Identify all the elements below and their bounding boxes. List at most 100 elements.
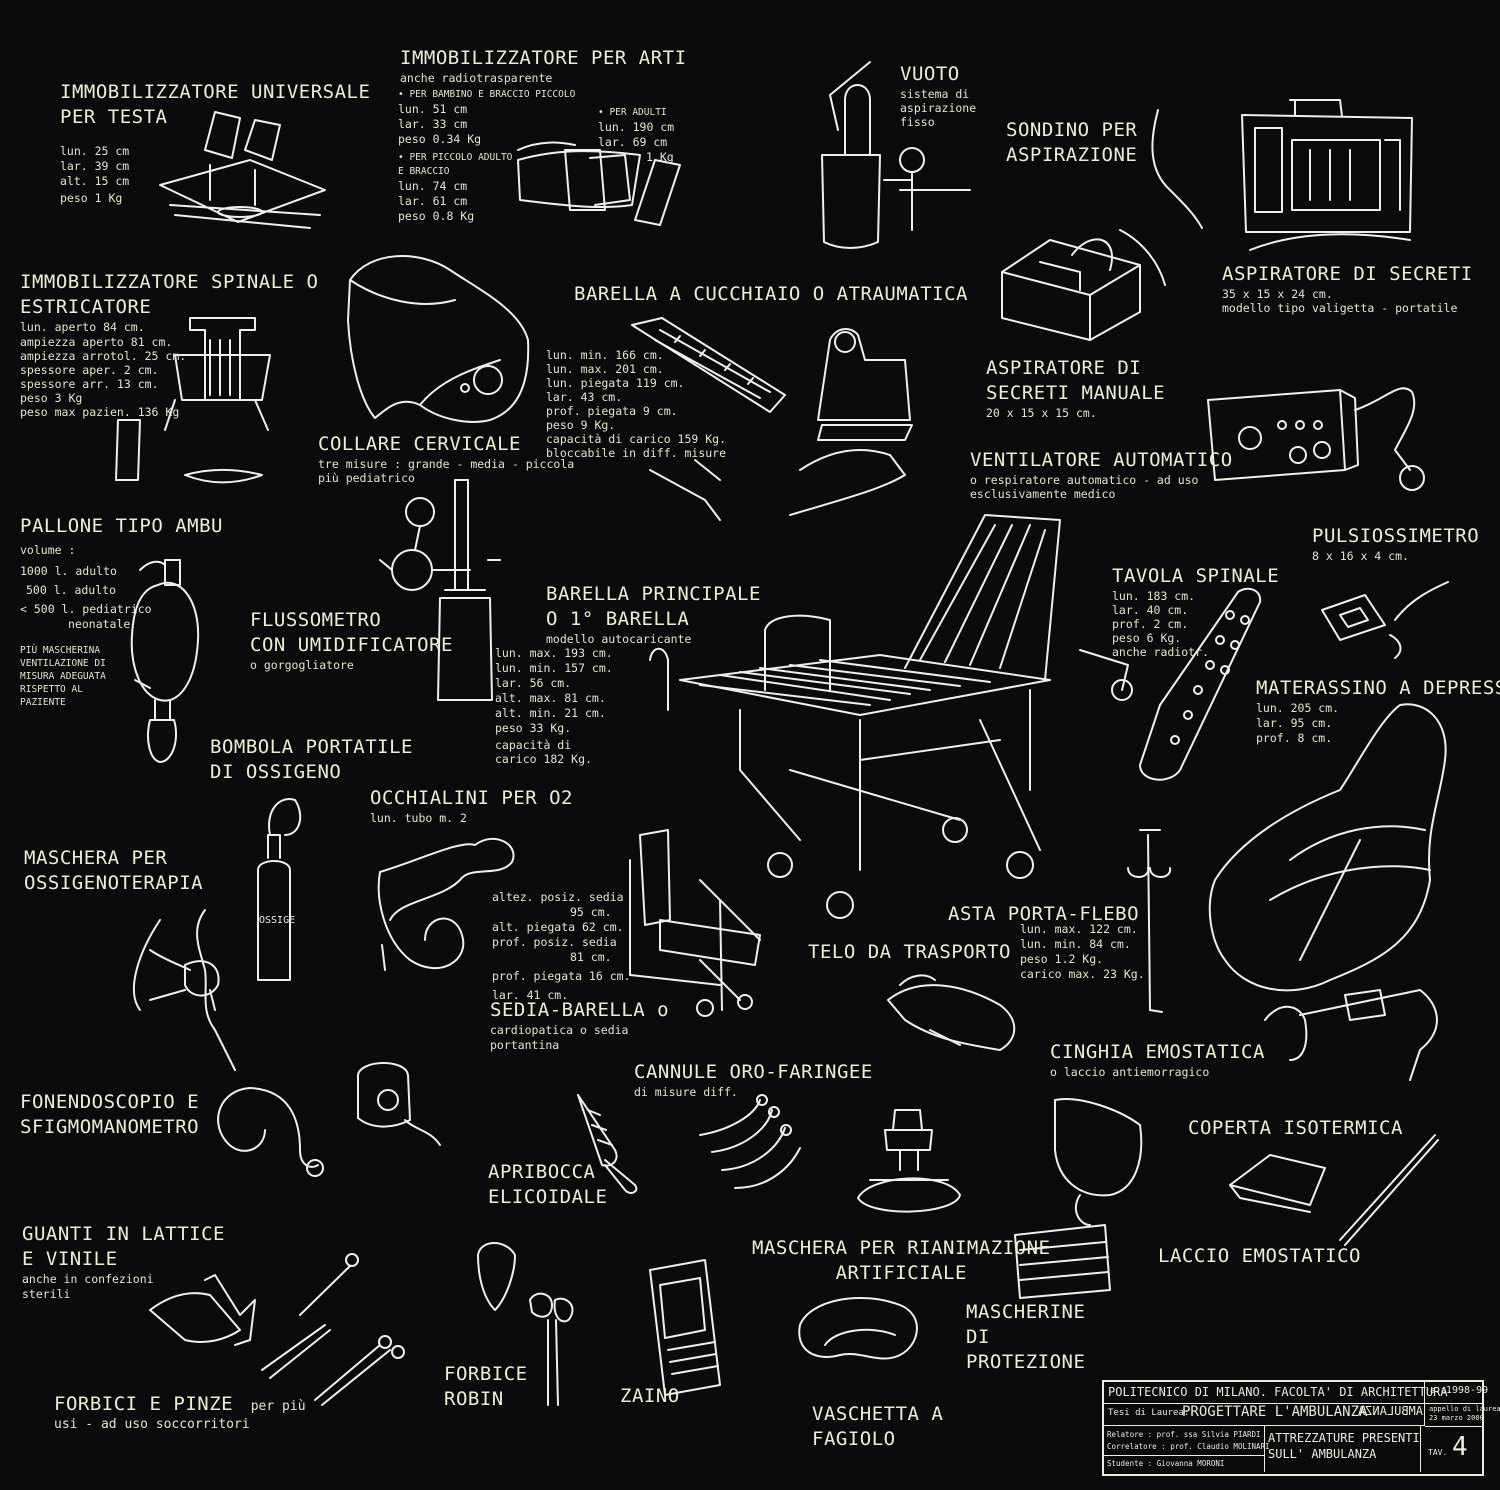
spec: per più xyxy=(250,1399,306,1414)
spec: 95 cm. xyxy=(570,905,612,919)
spec: lun. 183 cm. xyxy=(1112,589,1196,603)
scissors-forceps-label: FORBICI E PINZE per più usi - ad uso soc… xyxy=(54,1392,306,1432)
spinal-immobilizer-label: IMMOBILIZZATORE SPINALE O ESTRICATORE lu… xyxy=(20,270,318,419)
cervical-collar-drawing xyxy=(347,255,530,423)
vacuum-system-drawing xyxy=(821,61,971,249)
subject-line-2: SULL' AMBULANZA xyxy=(1268,1447,1377,1461)
spec: alt. 15 cm xyxy=(60,174,130,188)
cervical-collar-title: COLLARE CERVICALE xyxy=(318,433,521,455)
spinal-board-title: TAVOLA SPINALE xyxy=(1112,565,1280,587)
iv-pole-drawing xyxy=(1127,829,1172,1013)
spec: tre misure : grande - media - piccola xyxy=(318,457,575,471)
table-number: 4 xyxy=(1452,1432,1468,1462)
tourniquet-tube-title: LACCIO EMOSTATICO xyxy=(1158,1245,1361,1267)
spec: peso 33 Kg. xyxy=(495,721,572,735)
spinal-immobilizer-drawing xyxy=(115,317,271,484)
spec: peso 0.34 Kg xyxy=(398,132,482,146)
note: MISURA ADEGUATA xyxy=(20,671,106,682)
protective-masks-title-2: DI xyxy=(966,1326,990,1348)
spec: lun. max. 193 cm. xyxy=(495,646,613,660)
chair-stretcher-title: SEDIA-BARELLA o xyxy=(490,999,670,1021)
iv-pole-title: ASTA PORTA-FLEBO xyxy=(948,903,1140,925)
spec: di misure diff. xyxy=(634,1085,738,1099)
vacuum-label: VUOTO sistema di aspirazione fisso xyxy=(900,62,976,129)
flowmeter-title-1: FLUSSOMETRO xyxy=(250,609,382,631)
spinal-immobilizer-title-2: ESTRICATORE xyxy=(20,296,152,318)
flowmeter-drawing xyxy=(379,479,501,701)
note: PIÙ MASCHERINA xyxy=(20,645,101,656)
isothermal-blanket-label: COPERTA ISOTERMICA xyxy=(1188,1116,1403,1141)
ambu-bag-drawing xyxy=(130,559,200,763)
spec: 35 x 15 x 24 cm. xyxy=(1222,287,1333,301)
mouth-gag-drawing xyxy=(577,1094,638,1194)
chair-stretcher-label: SEDIA-BARELLA o cardiopatica o sedia por… xyxy=(490,998,669,1053)
spec: anche radiotr. xyxy=(1112,645,1209,659)
pulse-oximeter-label: PULSIOSSIMETRO 8 x 16 x 4 cm. xyxy=(1312,524,1479,563)
spec: altez. posiz. sedia xyxy=(492,890,624,904)
mouth-gag-label: APRIBOCCA ELICOIDALE xyxy=(488,1160,607,1210)
main-stretcher-drawing xyxy=(649,514,1133,919)
spec: prof. 2 cm. xyxy=(1112,617,1189,631)
manual-aspirator-drawing xyxy=(1001,229,1166,341)
scoop-stretcher-title: BARELLA A CUCCHIAIO O ATRAUMATICA xyxy=(574,283,968,305)
suction-catheter-drawing xyxy=(1151,109,1203,229)
resuscitation-mask-drawing xyxy=(857,1109,961,1213)
limb-immobilizer-child-specs: • PER BAMBINO E BRACCIO PICCOLO lun. 51 … xyxy=(398,88,575,224)
spec: lun. 190 cm xyxy=(598,120,675,134)
spec: anche in confezioni xyxy=(22,1272,154,1286)
limb-immobilizer-drawing xyxy=(517,141,681,226)
spec: lun. min. 157 cm. xyxy=(495,661,613,675)
spec: lar. 69 cm xyxy=(598,135,668,149)
spec: più pediatrico xyxy=(318,471,415,485)
spec: prof. posiz. sedia xyxy=(492,935,617,949)
spec: o gorgogliatore xyxy=(250,658,354,672)
spec: alt. max. 81 cm. xyxy=(495,691,606,705)
flowmeter-title-2: CON UMIDIFICATORE xyxy=(250,634,453,656)
spec: lun. max. 201 cm. xyxy=(546,362,664,376)
thesis-label: Tesi di Laurea: xyxy=(1108,1408,1190,1418)
resuscitation-mask-label: MASCHERA PER RIANIMAZIONE ARTIFICIALE xyxy=(752,1236,1050,1286)
thesis-title: PROGETTARE L'AMBULANZA xyxy=(1182,1404,1368,1420)
spec: lun. aperto 84 cm. xyxy=(20,320,145,334)
oxygen-tank-title-1: BOMBOLA PORTATILE xyxy=(210,736,413,758)
protective-masks-drawing xyxy=(1014,1098,1143,1299)
spec: cardiopatica o sedia xyxy=(490,1023,629,1037)
note: RISPETTO AL xyxy=(20,684,83,695)
pulse-oximeter-drawing xyxy=(1321,581,1449,659)
spec: bloccabile in diff. misure xyxy=(546,446,727,460)
spec: lun. piegata 119 cm. xyxy=(546,376,685,390)
gloves-title-1: GUANTI IN LATTICE xyxy=(22,1223,225,1245)
suction-unit-label: ASPIRATORE DI SECRETI 35 x 15 x 24 cm. m… xyxy=(1222,262,1473,315)
kidney-dish-label: VASCHETTA A FAGIOLO xyxy=(812,1402,943,1452)
spec: spessore arr. 13 cm. xyxy=(20,377,159,391)
vacuum-mattress-drawing xyxy=(1208,703,1447,992)
transport-sheet-label: TELO DA TRASPORTO xyxy=(808,940,1011,965)
tourniquet-belt-label: CINGHIA EMOSTATICA o laccio antiemorragi… xyxy=(1050,1040,1265,1079)
spec: peso 3 Kg xyxy=(20,391,83,405)
flowmeter-label: FLUSSOMETRO CON UMIDIFICATORE o gorgogli… xyxy=(250,608,453,672)
chair-stretcher-specs: altez. posiz. sedia 95 cm. alt. piegata … xyxy=(492,890,630,1003)
note: VENTILAZIONE DI xyxy=(20,658,106,669)
spinal-board-drawing xyxy=(1139,587,1262,781)
manual-aspirator-label: ASPIRATORE DI SECRETI MANUALE 20 x 15 x … xyxy=(986,356,1165,420)
ventilator-label: VENTILATORE AUTOMATICO o respiratore aut… xyxy=(970,448,1233,501)
spec: fisso xyxy=(900,115,935,129)
head-immobilizer-title-1: IMMOBILIZZATORE UNIVERSALE xyxy=(60,81,371,103)
protective-masks-label: MASCHERINE DI PROTEZIONE xyxy=(966,1300,1085,1375)
thesis-title-mirrored: AMBULANZA xyxy=(1358,1404,1424,1418)
iv-pole-specs: lun. max. 122 cm. lun. min. 84 cm. peso … xyxy=(1020,922,1145,982)
session-date: 23 marzo 2000 xyxy=(1429,1414,1484,1422)
kidney-dish-title-2: FAGIOLO xyxy=(812,1428,896,1450)
spec: peso 6 Kg. xyxy=(1112,631,1182,645)
head-immobilizer-label: IMMOBILIZZATORE UNIVERSALE PER TESTA lun… xyxy=(60,80,370,206)
ambu-bag-title: PALLONE TIPO AMBU xyxy=(20,515,223,537)
spec: lar. 61 cm xyxy=(398,194,468,208)
main-stretcher-dims: lun. max. 193 cm. lun. min. 157 cm. lar.… xyxy=(495,646,613,766)
iv-pole-label: ASTA PORTA-FLEBO xyxy=(948,902,1139,927)
oxygen-mask-label: MASCHERA PER OSSIGENOTERAPIA xyxy=(24,846,203,896)
spec: 8 x 16 x 4 cm. xyxy=(1312,549,1409,563)
spec: prof. piegata 16 cm. xyxy=(492,969,631,983)
vacuum-mattress-label: MATERASSINO A DEPRESSIONE lun. 205 cm. l… xyxy=(1256,676,1500,746)
spec: carico 182 Kg. xyxy=(495,752,592,766)
oxygen-mask-title-1: MASCHERA PER xyxy=(24,847,168,869)
